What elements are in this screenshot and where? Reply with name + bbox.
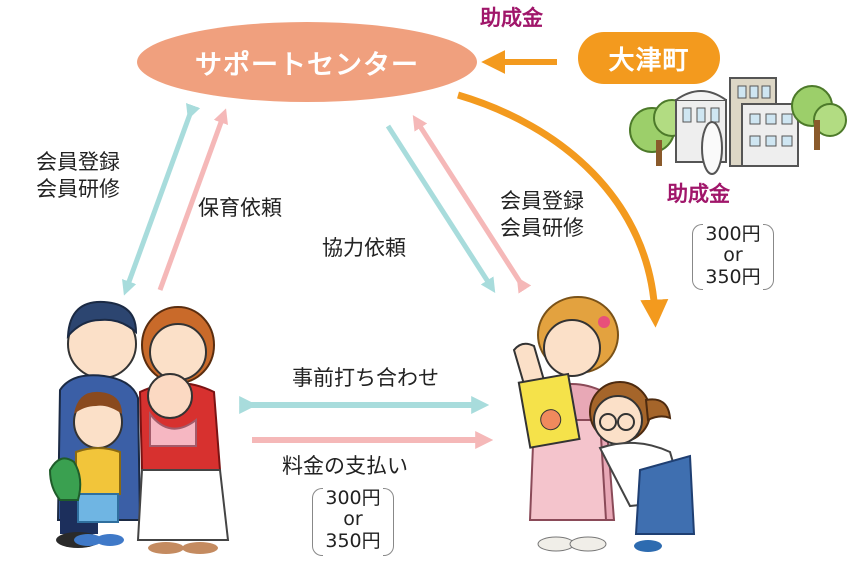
registration-arrow-right — [412, 114, 532, 294]
left-label-line1: 会員登録 — [36, 150, 120, 174]
fee-bottom-a: 300円 — [325, 487, 381, 509]
fee-bottom-or: or — [343, 508, 363, 531]
town-label: 大津町 — [608, 45, 690, 76]
right-label-line2: 会員研修 — [500, 216, 584, 240]
town-buildings-illustration — [629, 77, 847, 175]
childcare-request-label: 保育依頼 — [198, 196, 282, 220]
grant-label-top: 助成金 — [480, 6, 543, 30]
fee-bottom: 300円 or 350円 — [312, 487, 394, 556]
left-paren — [692, 224, 703, 290]
support-center-label: サポートセンター — [195, 49, 419, 81]
fee-right-or: or — [723, 244, 743, 267]
supporter-illustration — [512, 296, 696, 552]
left-label-line2: 会員研修 — [36, 177, 120, 201]
support-center-node: サポートセンター — [137, 22, 477, 102]
fee-right-b: 350円 — [705, 265, 761, 288]
fee-right-a: 300円 — [705, 223, 761, 245]
childcare-request-arrow — [157, 108, 228, 291]
family-illustration — [48, 300, 230, 554]
registration-arrow-left — [122, 102, 201, 296]
fee-bottom-b: 350円 — [325, 529, 381, 552]
right-label-line1: 会員登録 — [500, 189, 584, 213]
grant-arrow-curved — [457, 91, 669, 328]
payment-label: 料金の支払い — [282, 454, 408, 478]
meeting-label: 事前打ち合わせ — [292, 366, 439, 390]
town-node: 大津町 — [578, 32, 720, 84]
right-paren — [383, 488, 394, 556]
fee-right: 300円 or 350円 — [692, 223, 774, 290]
grant-label-right: 助成金 — [667, 182, 730, 206]
left-paren — [312, 488, 323, 556]
right-paren — [763, 224, 774, 290]
cooperation-request-label: 協力依頼 — [322, 236, 406, 260]
cooperation-request-arrow — [385, 124, 496, 294]
